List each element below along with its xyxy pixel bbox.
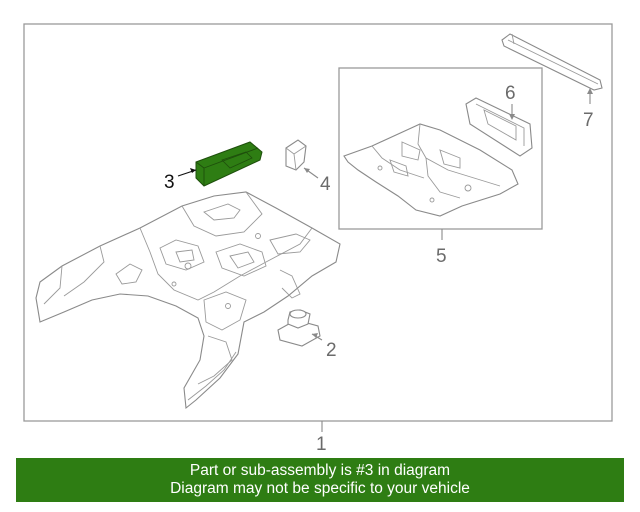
callout-6: 6 xyxy=(505,83,516,104)
part-3-bracket[interactable] xyxy=(195,141,263,187)
callout-5: 5 xyxy=(436,246,447,267)
part-7-rail[interactable] xyxy=(501,33,603,91)
banner-line-2: Diagram may not be specific to your vehi… xyxy=(170,480,470,497)
part-6-reinforcement[interactable] xyxy=(465,97,533,157)
callout-4: 4 xyxy=(320,174,331,195)
banner-line-1: Part or sub-assembly is #3 in diagram xyxy=(189,462,451,479)
callout-2: 2 xyxy=(326,340,337,361)
part-4-bracket[interactable] xyxy=(285,139,307,171)
callout-3: 3 xyxy=(164,172,175,193)
subassembly-frame xyxy=(338,67,543,230)
info-banner: Part or sub-assembly is #3 in diagram Di… xyxy=(16,458,624,502)
diagram-frame xyxy=(23,23,613,422)
leader-lines xyxy=(177,88,593,432)
callout-7: 7 xyxy=(583,110,594,131)
part-5-floor-panel-assembly[interactable] xyxy=(343,123,519,217)
callout-1: 1 xyxy=(316,434,327,455)
part-2-plug[interactable] xyxy=(277,309,321,347)
part-1-rear-floor-pan[interactable] xyxy=(35,191,341,410)
